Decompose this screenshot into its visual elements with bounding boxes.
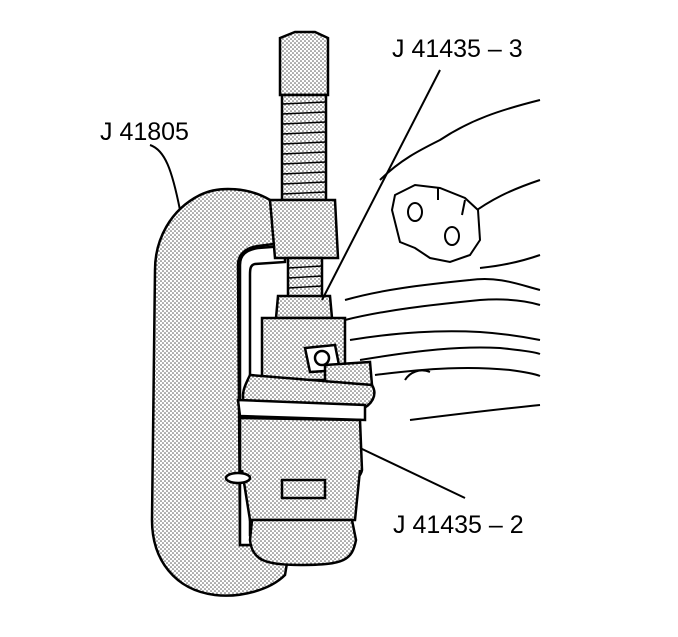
receiver-j41435-2 [224, 416, 364, 567]
control-arm [344, 99, 541, 421]
forcing-screw [268, 30, 340, 302]
leader-j41805 [149, 144, 181, 211]
mounting-bracket [390, 183, 482, 264]
adapter-j41435-3 [236, 294, 376, 422]
leader-j41435-2 [359, 447, 466, 499]
label-j41805: J 41805 [100, 118, 189, 146]
leader-j41435-3 [321, 69, 441, 301]
label-j41435-2: J 41435 – 2 [393, 511, 524, 539]
leader-lines [149, 69, 466, 499]
label-j41435-3: J 41435 – 3 [392, 35, 523, 63]
